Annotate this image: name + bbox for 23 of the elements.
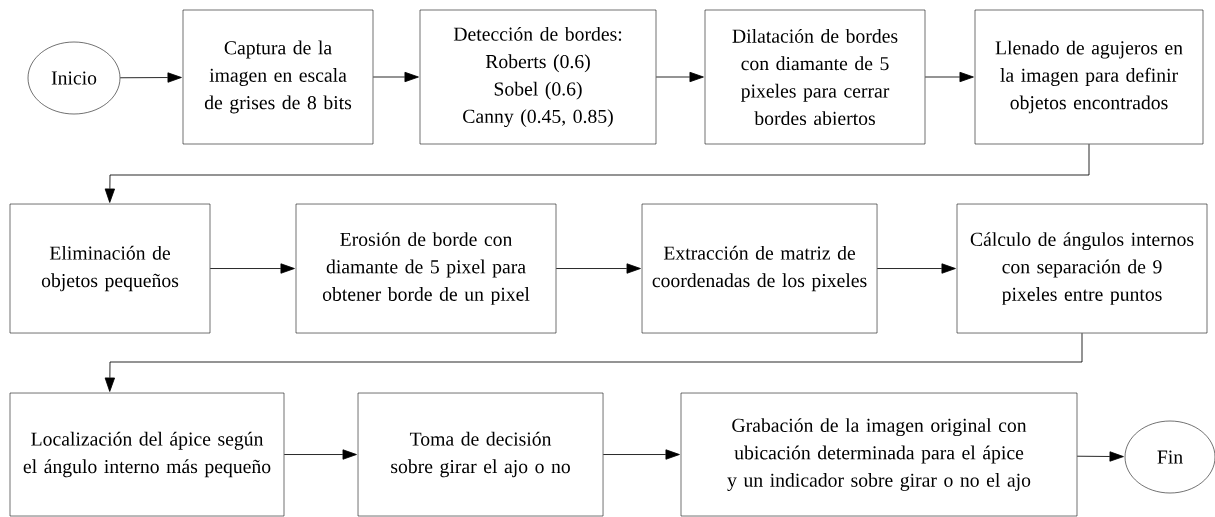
process-box: Localización del ápice según el ángulo interno más pequeño [9,392,285,517]
arrow [924,71,974,83]
process-box: Dilatación de bordes con diamante de 5 pixeles para cerrar bordes abiertos [704,9,926,145]
arrow [655,71,704,83]
arrow [283,449,357,460]
arrow [372,71,419,83]
process-box: Detección de bordes: Roberts (0.6) Sobel (0.6) Canny (0.45, 0.85) [419,9,657,145]
arrow [104,143,1090,203]
process-box: Captura de la imagen en escala de grises de 8 bits [182,9,374,145]
process-box: Grabación de la imagen original con ubicación determinada para el ápice y un indicador sobre girar o no el ajo [680,392,1078,517]
arrow [104,332,1083,392]
arrow [119,72,182,83]
process-box: Llenado de agujeros en la imagen para definir objetos encontrados [974,9,1204,145]
arrow [555,263,641,274]
arrow [1076,451,1124,462]
arrow [876,263,956,274]
arrow [602,449,680,460]
process-box: Toma de decisión sobre girar el ajo o no [357,392,604,517]
process-box: Extracción de matriz de coordenadas de los pixeles [641,203,878,334]
process-box: Cálculo de ángulos internos con separación de 9 pixeles entre puntos [956,203,1208,334]
process-box: Eliminación de objetos pequeños [9,203,211,334]
arrow [209,263,295,274]
process-box: Erosión de borde con diamante de 5 pixel para obtener borde de un pixel [295,203,557,334]
